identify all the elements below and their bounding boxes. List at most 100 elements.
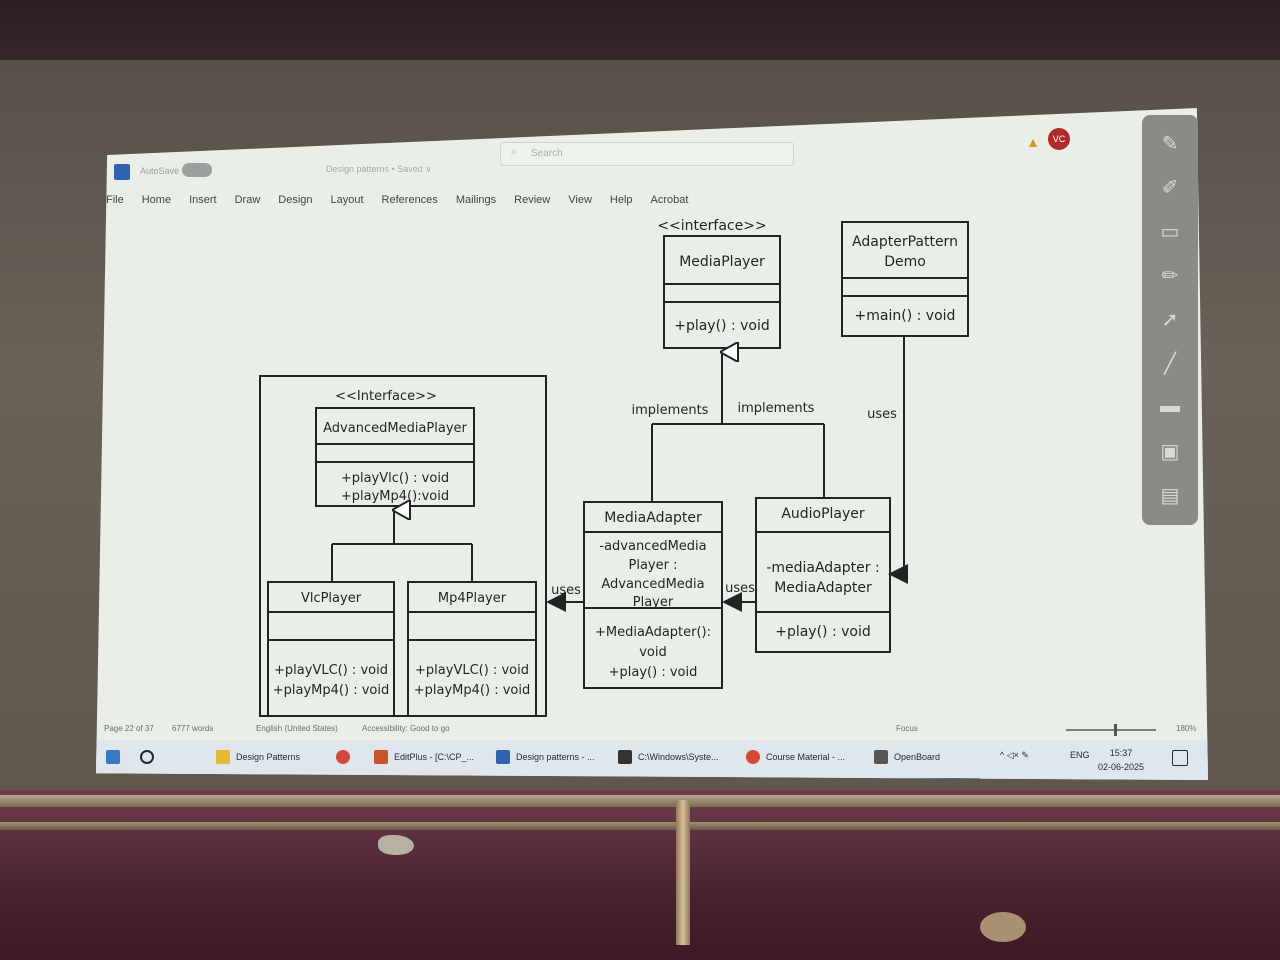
taskbar-item-editplus[interactable]: EditPlus - [C:\CP_... <box>374 750 474 770</box>
tab-design[interactable]: Design <box>278 194 313 206</box>
vlcplayer-method-1: +playVLC() : void <box>274 663 388 678</box>
uses-label-audio: uses <box>725 581 755 596</box>
mediaplayer-method: +play() : void <box>674 318 770 334</box>
tab-review[interactable]: Review <box>514 194 551 206</box>
uses-label-demo: uses <box>867 407 897 422</box>
adapterdemo-name-line2: Demo <box>884 254 926 270</box>
word-app-icon <box>114 164 130 180</box>
tray-icons[interactable]: ^ ◁× ✎ <box>1000 750 1029 761</box>
start-button[interactable] <box>106 750 126 770</box>
tab-view[interactable]: View <box>568 194 592 206</box>
taskbar-item-course-material[interactable]: Course Material - ... <box>746 750 845 770</box>
avatar[interactable]: VC <box>1048 128 1070 150</box>
screen-icon[interactable]: ▣ <box>1160 441 1180 463</box>
windows-icon <box>106 750 120 764</box>
tab-help[interactable]: Help <box>609 194 633 206</box>
zoom-slider-thumb[interactable] <box>1114 724 1117 736</box>
taskbar-item-openboard[interactable]: OpenBoard <box>874 750 940 770</box>
taskbar-item-cmd[interactable]: C:\Windows\Syste... <box>618 750 719 770</box>
stage-rail-lower <box>0 822 1280 830</box>
tab-draw[interactable]: Draw <box>234 194 261 206</box>
mediaplayer-stereotype: <<interface>> <box>657 218 766 234</box>
implements-label-left: implements <box>632 403 709 418</box>
mediaadapter-method-1: +MediaAdapter(): <box>595 625 711 640</box>
audioplayer-method: +play() : void <box>775 624 871 640</box>
mp4player-method-2: +playMp4() : void <box>414 683 530 698</box>
marker-icon[interactable]: ✐ <box>1161 177 1179 199</box>
stage-object <box>378 835 414 855</box>
projector-screen: AutoSave Design patterns • Saved ∨ ⌕ Sea… <box>96 108 1208 780</box>
line-icon[interactable]: ╱ <box>1163 353 1177 375</box>
chrome-icon <box>336 750 350 764</box>
mp4player-name: Mp4Player <box>438 591 507 606</box>
stage-rail <box>0 795 1280 807</box>
zoom-level[interactable]: 180% <box>1176 724 1197 733</box>
language-status[interactable]: English (United States) <box>256 724 338 733</box>
autosave-label: AutoSave <box>140 166 180 176</box>
tab-acrobat[interactable]: Acrobat <box>650 194 689 206</box>
audioplayer-name: AudioPlayer <box>781 506 865 522</box>
advanced-stereotype: <<Interface>> <box>335 389 437 404</box>
uml-class-diagram: <<interface>> MediaPlayer +play() : void… <box>259 218 969 717</box>
taskbar-item-word[interactable]: Design patterns - ... <box>496 750 595 770</box>
mp4player-method-1: +playVLC() : void <box>415 663 529 678</box>
implements-label-right: implements <box>738 401 815 416</box>
audioplayer-attr-1: -mediaAdapter : <box>766 560 879 576</box>
stage-object-2 <box>980 912 1026 942</box>
accessibility-status[interactable]: Accessibility: Good to go <box>362 724 450 733</box>
terminal-icon <box>618 750 632 764</box>
page-count[interactable]: Page 22 of 37 <box>104 724 154 733</box>
word-icon <box>496 750 510 764</box>
document-title: Design patterns • Saved ∨ <box>326 164 432 174</box>
stage-floor <box>0 790 1280 960</box>
taskbar: Design Patterns EditPlus - [C:\CP_... De… <box>96 740 1208 780</box>
mediaadapter-method-3: +play() : void <box>609 665 698 680</box>
notification-icon[interactable] <box>1172 750 1194 770</box>
pen-icon[interactable]: ✎ <box>1161 133 1179 155</box>
folder-icon <box>216 750 230 764</box>
mediaadapter-attr-2: Player : <box>629 558 678 573</box>
autosave-toggle[interactable] <box>182 163 212 177</box>
group-frame <box>259 375 547 717</box>
chrome-icon <box>746 750 760 764</box>
taskbar-item-chrome[interactable] <box>336 750 356 770</box>
search-icon: ⌕ <box>511 146 518 158</box>
highlighter-icon[interactable]: ✏ <box>1161 265 1179 287</box>
eraser-icon[interactable]: ▭ <box>1160 221 1180 243</box>
mediaplayer-name: MediaPlayer <box>679 254 765 270</box>
tab-layout[interactable]: Layout <box>330 194 364 206</box>
mediaadapter-attr-3: AdvancedMedia <box>601 577 704 592</box>
mediaadapter-method-2: void <box>639 645 667 660</box>
tab-references[interactable]: References <box>381 194 438 206</box>
ruler-icon[interactable]: ▬ <box>1160 395 1180 417</box>
advanced-name: AdvancedMediaPlayer <box>323 421 467 436</box>
taskbar-clock[interactable]: 15:37 02-06-2025 <box>1098 746 1144 774</box>
ribbon-tabs: File Home Insert Draw Design Layout Refe… <box>106 190 688 214</box>
language-indicator[interactable]: ENG <box>1070 750 1090 760</box>
warning-icon[interactable]: ▲ <box>1026 134 1040 150</box>
tab-home[interactable]: Home <box>141 194 172 206</box>
taskbar-item-file-explorer[interactable]: Design Patterns <box>216 750 300 770</box>
advanced-method-2: +playMp4():void <box>341 489 449 504</box>
adapterdemo-method: +main() : void <box>855 308 956 324</box>
desktop-icon[interactable]: ▤ <box>1160 485 1180 507</box>
vlcplayer-method-2: +playMp4() : void <box>273 683 389 698</box>
search-input[interactable]: ⌕ Search <box>500 142 794 166</box>
mediaadapter-attr-1: -advancedMedia <box>599 539 706 554</box>
zoom-slider[interactable] <box>1066 729 1156 731</box>
tab-insert[interactable]: Insert <box>189 194 217 206</box>
mediaadapter-name: MediaAdapter <box>604 510 702 526</box>
openboard-toolbar: ✎ ✐ ▭ ✏ ➚ ╱ ▬ ▣ ▤ <box>1142 115 1198 525</box>
pointer-icon[interactable]: ➚ <box>1161 309 1179 331</box>
search-taskbar-button[interactable] <box>140 750 160 770</box>
focus-button[interactable]: Focus <box>896 724 918 733</box>
mediaadapter-attr-4: Player <box>633 595 674 610</box>
tab-file[interactable]: File <box>106 194 124 206</box>
advanced-method-1: +playVlc() : void <box>341 471 449 486</box>
audioplayer-attr-2: MediaAdapter <box>774 580 872 596</box>
word-count[interactable]: 6777 words <box>172 724 214 733</box>
search-icon <box>140 750 154 764</box>
editplus-icon <box>374 750 388 764</box>
tab-mailings[interactable]: Mailings <box>455 194 497 206</box>
openboard-icon <box>874 750 888 764</box>
